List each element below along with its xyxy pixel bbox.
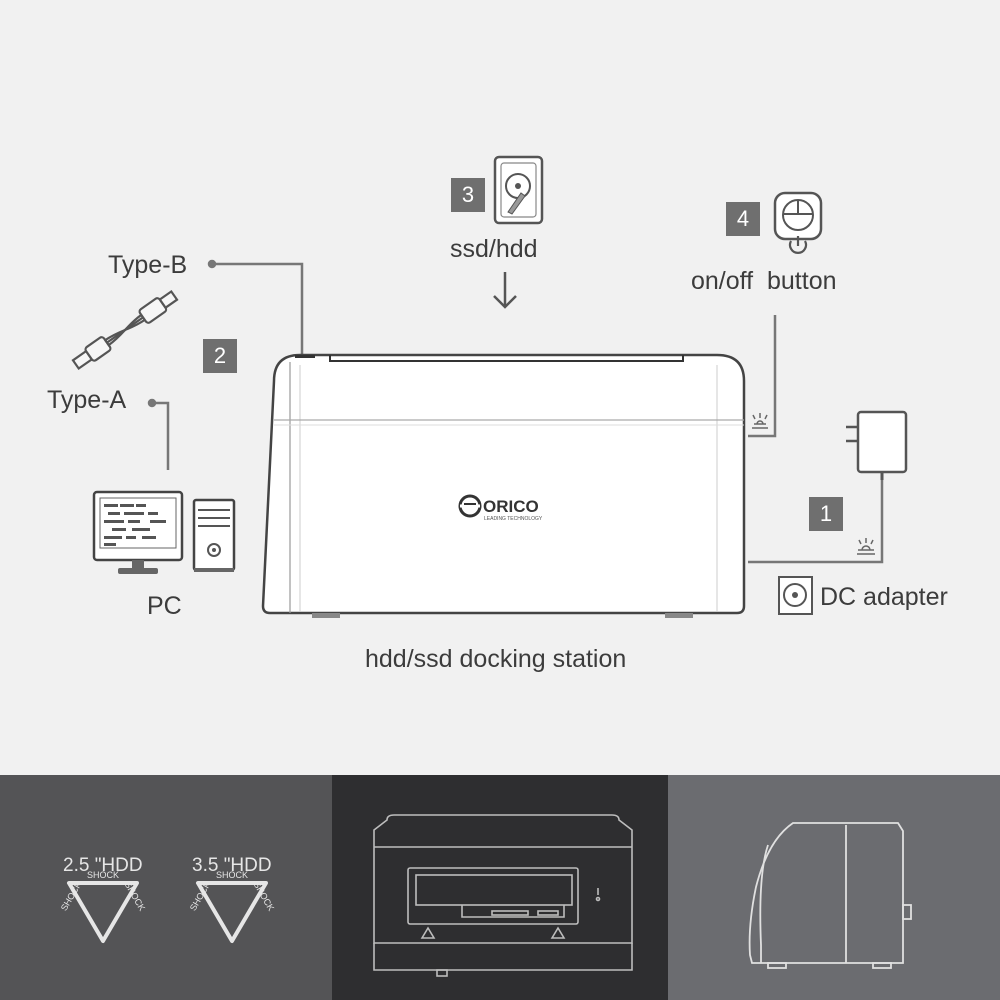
type-b-label: Type-B: [108, 251, 188, 279]
pc-tower-icon: [192, 498, 236, 572]
pc-label: PC: [147, 592, 182, 620]
type-a-label: Type-A: [47, 386, 127, 414]
shock-icons: SHOCK SHOCK SHOCK SHOCK SHOCK SHOCK: [59, 870, 277, 943]
usb-cable-icon: [71, 289, 179, 371]
step-badge-2: 2: [203, 339, 237, 373]
shock-panel: SHOCK SHOCK SHOCK SHOCK SHOCK SHOCK 2.5 …: [0, 775, 332, 1000]
shock-text-top: SHOCK: [87, 870, 119, 880]
dc-adapter-label: DC adapter: [820, 583, 948, 611]
dock-front-view: [373, 814, 633, 977]
ssd-hdd-label: ssd/hdd: [450, 235, 538, 263]
dock-side-view: [748, 822, 912, 969]
dc-indicator-icon: [857, 538, 875, 555]
type-b-connector-line: [207, 259, 304, 355]
led-indicator-icon: [752, 413, 768, 429]
step-badge-3: 3: [451, 178, 485, 212]
down-arrow-icon: [493, 272, 517, 309]
step-badge-4: 4: [726, 202, 760, 236]
connection-diagram: ORICO LEADING TECHNOLOGY Type-B Type-A P…: [47, 155, 948, 673]
hdd-icon: [493, 155, 544, 225]
hdd-35-label: 3.5 "HDD: [192, 855, 272, 876]
power-adapter-icon: [846, 410, 908, 480]
dc-adapter-connector-line: [748, 480, 884, 564]
brand-logo: ORICO: [483, 497, 539, 516]
on-off-button-label: on/off button: [691, 267, 837, 295]
front-view-panel: [332, 775, 668, 1000]
shock-text-top: SHOCK: [216, 870, 248, 880]
shock-text-left: SHOCK: [59, 880, 84, 913]
shock-text-right: SHOCK: [123, 880, 148, 913]
diagram-lines: ORICO LEADING TECHNOLOGY: [71, 155, 908, 618]
docking-station: [261, 353, 746, 618]
dock-caption: hdd/ssd docking station: [365, 645, 627, 673]
orico-logo-icon: [458, 494, 482, 518]
power-symbol-icon: [788, 236, 808, 254]
pc-monitor-icon: [92, 490, 184, 574]
power-button-icon: [773, 191, 823, 241]
type-a-connector-line: [147, 398, 170, 470]
brand-tagline: LEADING TECHNOLOGY: [484, 516, 543, 522]
side-view-panel: [668, 775, 1000, 1000]
dc-port-icon: [778, 576, 813, 615]
step-badge-1: 1: [809, 497, 843, 531]
shock-triangle-icon: SHOCK SHOCK SHOCK: [188, 870, 277, 943]
hdd-25-label: 2.5 "HDD: [63, 855, 143, 876]
shock-text-left: SHOCK: [188, 880, 213, 913]
shock-triangle-icon: SHOCK SHOCK SHOCK: [59, 870, 148, 943]
shock-text-right: SHOCK: [252, 880, 277, 913]
power-button-connector-line: [748, 315, 777, 438]
